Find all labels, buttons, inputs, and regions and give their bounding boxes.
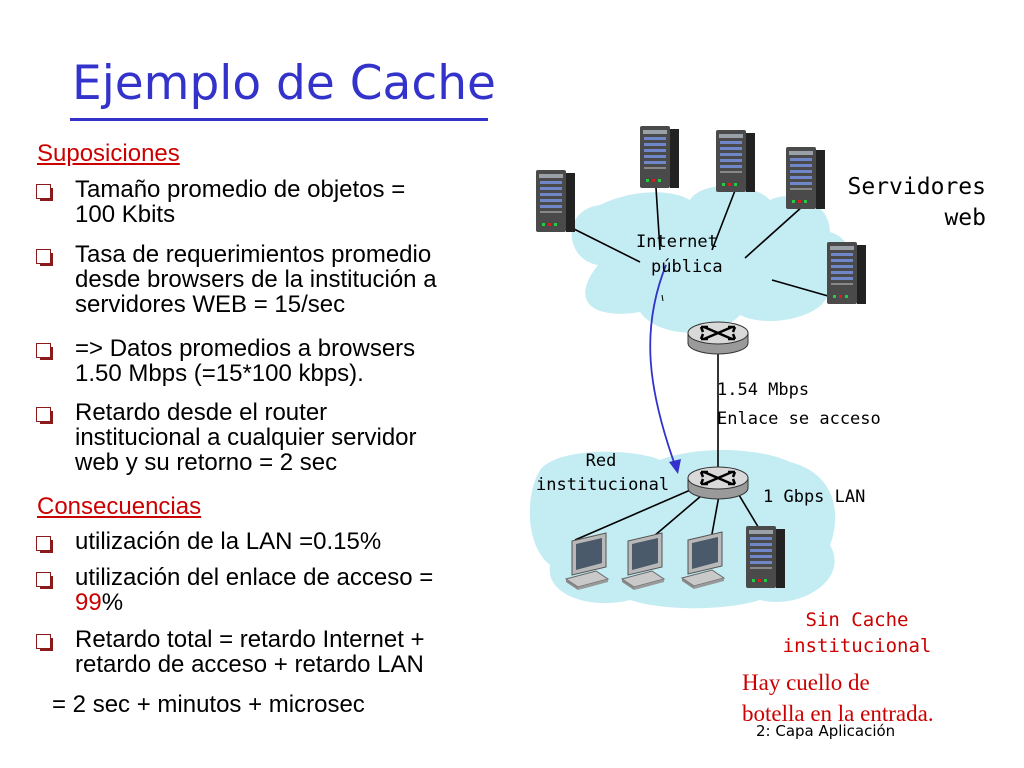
total-delay: = 2 sec + minutos + microsec [52, 691, 365, 718]
server-icon [640, 126, 679, 188]
router-icon [686, 465, 750, 501]
pc-icon [621, 532, 665, 591]
consequence-3-line-1: Retardo total = retardo Internet + [75, 626, 425, 653]
flow-arrow [649, 264, 677, 469]
server-icon [786, 147, 825, 209]
assumption-3-line-1: => Datos promedios a browsers [75, 335, 416, 362]
bullet-icon [36, 634, 53, 651]
no-cache-line-1: Sin Cache [805, 609, 909, 631]
bullet-icon [36, 343, 53, 360]
pc-icon [565, 532, 609, 591]
access-link-label: 1.54 Mbps Enlace se acceso [717, 376, 881, 434]
bullet-icon [36, 407, 53, 424]
router-icon [686, 320, 750, 356]
internet-label: Internet pública [636, 230, 723, 280]
internet-cloud [571, 185, 852, 333]
consequence-2-line-1: utilización del enlace de acceso = [75, 564, 434, 591]
bullet-icon [36, 536, 53, 553]
internet-label-line-1: Internet [636, 232, 718, 252]
consequence-1: utilización de la LAN =0.15% [75, 529, 381, 554]
access-link-speed: 1.54 Mbps [717, 380, 810, 400]
consequence-3-line-2: retardo de acceso + retardo LAN [75, 651, 424, 678]
no-cache-line-2: institucional [782, 635, 932, 657]
internet-label-line-2: pública [651, 257, 723, 277]
server-icon [716, 130, 755, 192]
servers-label-line-1: Servidores [847, 174, 986, 200]
consequence-1-line-1: utilización de la LAN =0.15% [75, 528, 382, 555]
bottleneck-note-line-1: Hay cuello de [742, 670, 870, 695]
assumption-4-line-1: Retardo desde el router [75, 399, 328, 426]
institutional-network-line-1: Red [585, 451, 617, 471]
title-underline [70, 118, 488, 121]
consecuencias-heading: Consecuencias [37, 493, 202, 520]
server-icon [746, 526, 785, 588]
servers-label-line-2: web [944, 205, 986, 231]
suposiciones-heading: Suposiciones [37, 140, 180, 167]
assumption-1: Tamaño promedio de objetos = 100 Kbits [75, 177, 405, 227]
assumption-2-line-3: servidores WEB = 15/sec [75, 291, 346, 318]
bottleneck-note-line-2: botella en la entrada. [742, 701, 934, 726]
no-cache-label: Sin Cache institucional [772, 607, 942, 659]
bullet-icon [36, 249, 53, 266]
assumption-2-line-1: Tasa de requerimientos promedio [75, 241, 432, 268]
servers-label: Servidores web [841, 172, 986, 234]
percent-sign: % [101, 589, 124, 616]
bullet-icon [36, 184, 53, 201]
consequence-2-line-2: 99% [75, 590, 433, 615]
consequence-3: Retardo total = retardo Internet + retar… [75, 627, 425, 677]
access-link-name: Enlace se acceso [717, 409, 881, 429]
network-diagram [529, 126, 866, 609]
server-icon [827, 242, 866, 304]
assumption-1-line-2: 100 Kbits [75, 201, 176, 228]
footer-label: 2: Capa Aplicación [756, 722, 896, 740]
assumption-1-line-1: Tamaño promedio de objetos = [75, 176, 406, 203]
bullet-icon [36, 572, 53, 589]
page-title: Ejemplo de Cache [72, 56, 496, 111]
assumption-4-line-2: institucional a cualquier servidor [75, 424, 417, 451]
institutional-network-line-2: institucional [536, 475, 670, 495]
assumption-2-line-2: desde browsers de la institución a [75, 266, 437, 293]
institutional-network-label: Red institucional [536, 449, 670, 497]
utilization-value: 99 [75, 589, 102, 616]
assumption-3: => Datos promedios a browsers 1.50 Mbps … [75, 336, 415, 386]
assumption-3-line-2: 1.50 Mbps (=15*100 kbps). [75, 360, 364, 387]
server-icon [536, 170, 575, 232]
bottleneck-note: Hay cuello de botella en la entrada. [742, 667, 934, 729]
assumption-4-line-3: web y su retorno = 2 sec [75, 449, 338, 476]
lan-label: 1 Gbps LAN [763, 487, 866, 507]
assumption-2: Tasa de requerimientos promedio desde br… [75, 242, 437, 317]
consequence-2: utilización del enlace de acceso = 99% [75, 565, 433, 615]
pc-icon [681, 531, 725, 590]
assumption-4: Retardo desde el router institucional a … [75, 400, 417, 475]
